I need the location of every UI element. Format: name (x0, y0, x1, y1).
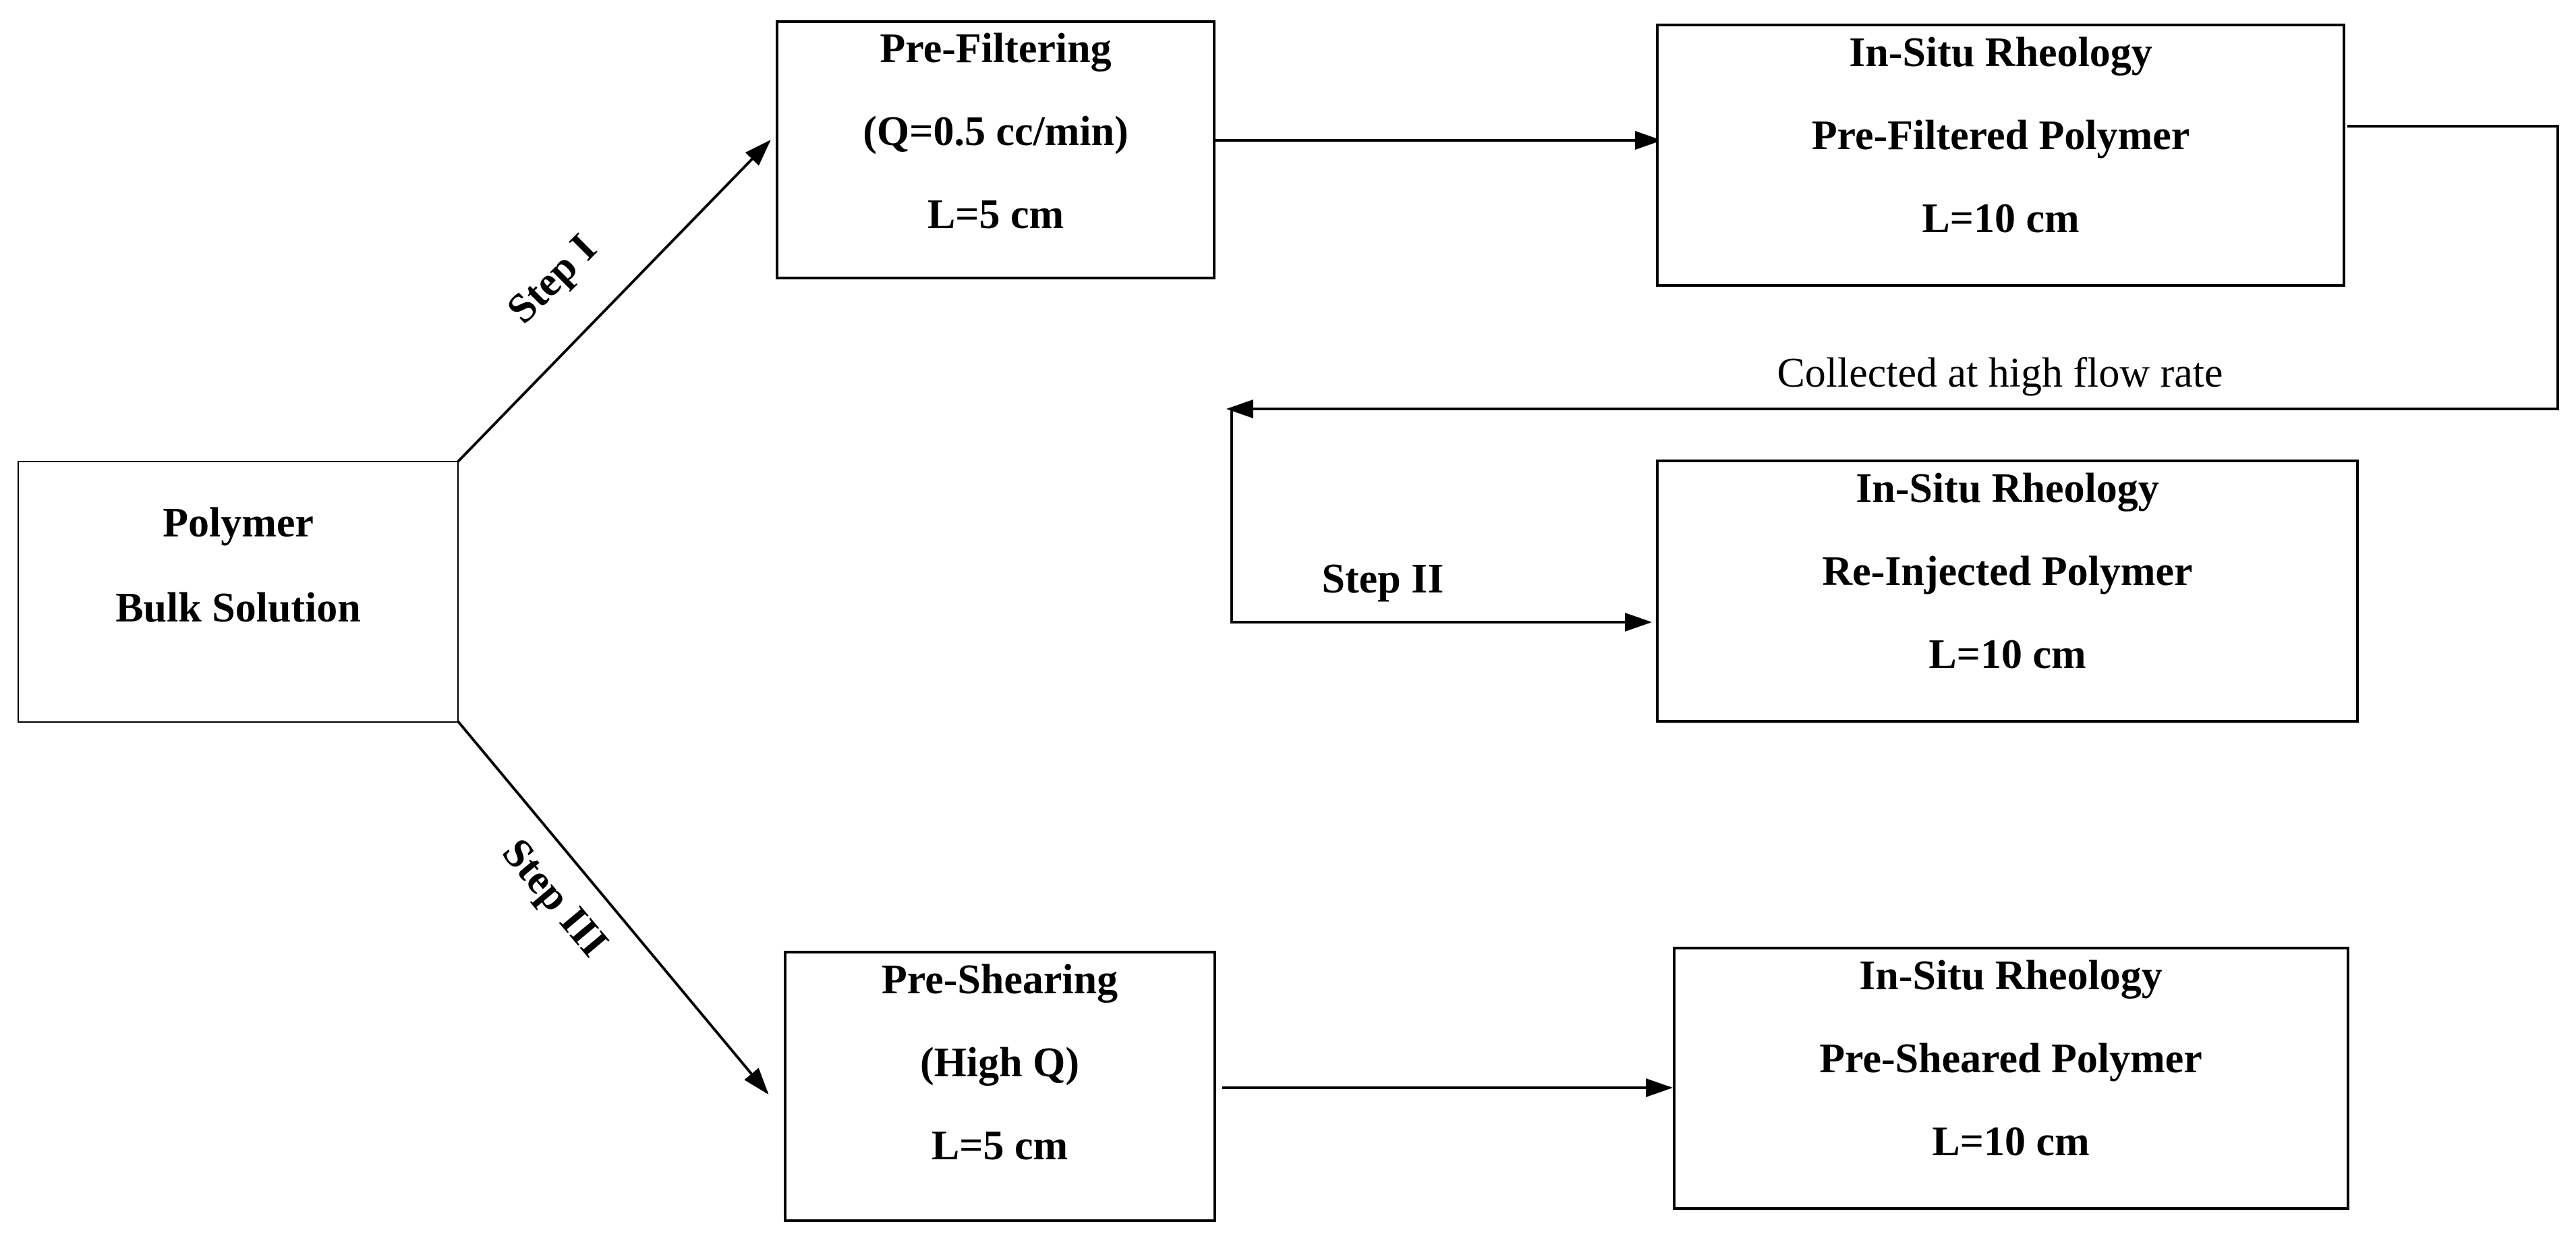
node-pre-shearing: Pre-Shearing (High Q) L=5 cm (784, 951, 1216, 1222)
preshear-length: L=5 cm (932, 1123, 1068, 1169)
rheo-presheared-length: L=10 cm (1932, 1119, 2089, 1165)
node-rheology-prefiltered: In-Situ Rheology Pre-Filtered Polymer L=… (1656, 24, 2345, 287)
rheo-prefiltered-title: In-Situ Rheology (1849, 30, 2152, 76)
node-rheology-reinjected: In-Situ Rheology Re-Injected Polymer L=1… (1656, 460, 2359, 723)
node-bulk-solution: Polymer Bulk Solution (18, 461, 459, 723)
rheo-presheared-title: In-Situ Rheology (1859, 953, 2163, 999)
connectors (457, 125, 2559, 1097)
step-3-label: Step III (493, 830, 617, 966)
preshear-flow-rate: (High Q) (920, 1040, 1079, 1086)
prefilter-title: Pre-Filtering (880, 26, 1111, 72)
rheo-reinjected-title: In-Situ Rheology (1856, 466, 2159, 511)
node-rheology-presheared: In-Situ Rheology Pre-Sheared Polymer L=1… (1673, 947, 2349, 1210)
prefilter-flow-rate: (Q=0.5 cc/min) (863, 109, 1128, 155)
rheo-prefiltered-length: L=10 cm (1922, 196, 2079, 242)
collected-label: Collected at high flow rate (1777, 350, 2223, 396)
rheo-presheared-sample: Pre-Sheared Polymer (1819, 1036, 2202, 1082)
bulk-line-2: Bulk Solution (115, 585, 361, 631)
arrow-step2-reinjection (1230, 409, 1652, 632)
arrow-bulk-to-preshear (457, 720, 769, 1095)
rheo-reinjected-sample: Re-Injected Polymer (1822, 549, 2192, 594)
arrow-bulk-to-prefilter (457, 140, 771, 463)
step-1-label: Step I (498, 225, 605, 332)
preshear-title: Pre-Shearing (882, 957, 1118, 1003)
bulk-line-1: Polymer (163, 500, 314, 546)
rheo-reinjected-length: L=10 cm (1928, 632, 2086, 677)
step-2-label: Step II (1322, 556, 1444, 602)
arrow-collected-loop (1226, 125, 2559, 418)
prefilter-length: L=5 cm (927, 192, 1064, 238)
node-pre-filtering: Pre-Filtering (Q=0.5 cc/min) L=5 cm (776, 20, 1215, 279)
rheo-prefiltered-sample: Pre-Filtered Polymer (1812, 113, 2190, 159)
